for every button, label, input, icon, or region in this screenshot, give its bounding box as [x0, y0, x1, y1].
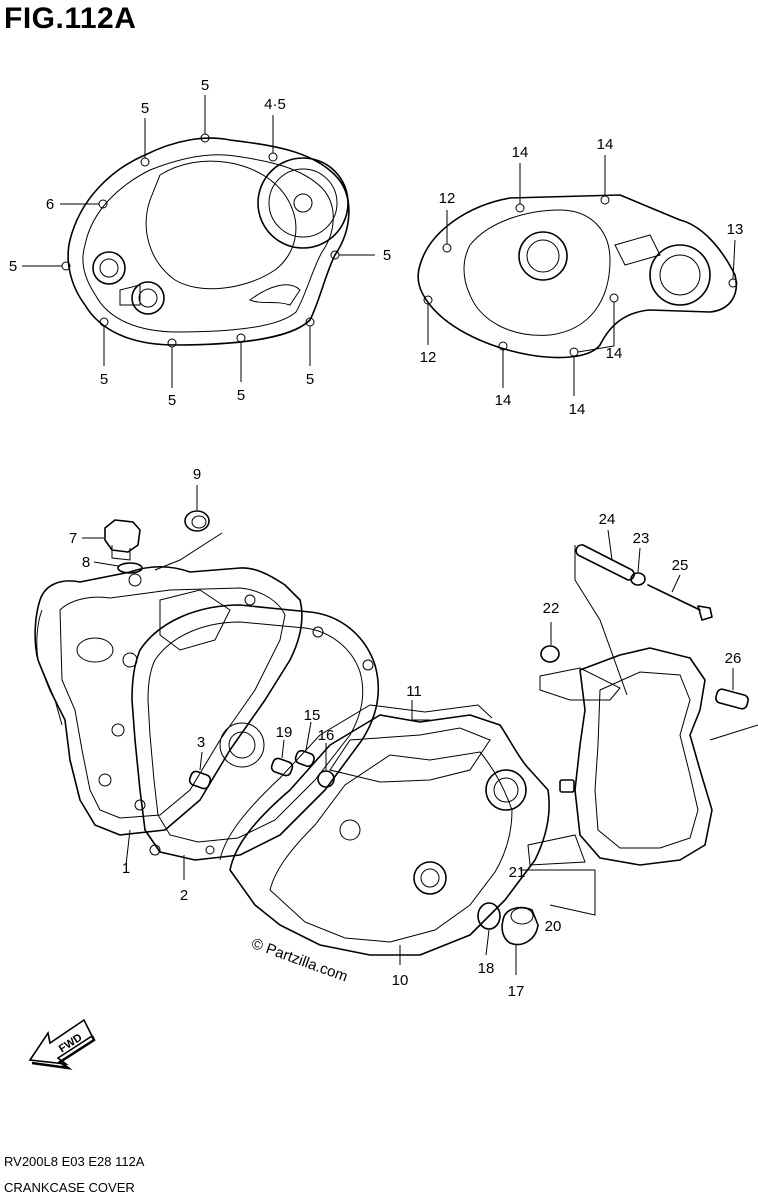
callout: 7: [69, 530, 77, 547]
fwd-arrow-icon: FWD: [28, 1018, 96, 1070]
part-3-dowel-pin: [188, 751, 212, 790]
part-11-gasket: [219, 700, 493, 861]
callout: 5: [100, 371, 108, 388]
model-code: RV200L8 E03 E28 112A: [4, 1154, 145, 1169]
callout: 24: [599, 511, 616, 528]
part-8-o-ring: [117, 562, 143, 574]
callout: 23: [633, 530, 650, 547]
callout: 11: [406, 683, 422, 700]
part-23-washer: [630, 547, 646, 586]
callout: 19: [276, 724, 293, 741]
part-18-o-ring: [477, 902, 501, 956]
callout: 12: [439, 190, 456, 207]
callout: 14: [569, 401, 586, 418]
part-22-bush: [540, 622, 560, 663]
callout: 5: [168, 392, 176, 409]
part-17-plug: [501, 906, 539, 975]
callouts-top-left: 5 4·5 5 6 5 5 5 5 5 5: [9, 77, 391, 409]
crankcase-cover-bolt-view: [22, 95, 375, 388]
part-21-cushion: [559, 779, 575, 793]
callout: 5: [141, 100, 149, 117]
callout: 4·5: [264, 96, 286, 113]
callouts-exploded: 9 7 8 24 23 25 22 26 11 15 3 19 16 1 2 2…: [69, 466, 742, 1000]
callouts-top-right: 14 14 12 13 12 14 14 14: [420, 136, 744, 418]
part-15-dowel-pin: [294, 721, 315, 768]
callout: 14: [512, 144, 529, 161]
callout: 9: [193, 466, 201, 483]
callout: 17: [508, 983, 525, 1000]
callout: 26: [725, 650, 742, 667]
part-26-collar: [709, 668, 758, 741]
callout: 3: [197, 734, 205, 751]
callout: 5: [201, 77, 209, 94]
callout: 22: [543, 600, 560, 617]
callout: 5: [383, 247, 391, 264]
generator-cover-bolt-view: [417, 155, 738, 396]
callout: 14: [597, 136, 614, 153]
part-2-gasket: [131, 604, 380, 880]
callout: 25: [672, 557, 689, 574]
callout: 8: [82, 554, 90, 571]
callout: 21: [509, 864, 526, 881]
callout: 16: [318, 727, 335, 744]
callout: 14: [606, 345, 623, 362]
callout: 5: [9, 258, 17, 275]
callout: 15: [304, 707, 321, 724]
callout: 12: [420, 349, 437, 366]
part-1-crankcase-cover: [34, 565, 303, 866]
callout: 10: [392, 972, 409, 989]
part-9-oil-seal: [154, 485, 223, 571]
callout: 20: [545, 918, 562, 935]
clutch-boss: [257, 157, 349, 249]
clutch-hole: [219, 722, 265, 768]
callout: 1: [122, 860, 130, 877]
part-20-sprocket-cover: [520, 647, 713, 916]
part-10-generator-cover: [229, 714, 550, 965]
part-25-bolt: [647, 574, 713, 621]
callout: 6: [46, 196, 54, 213]
callout: 13: [727, 221, 744, 238]
figure-caption: CRANKCASE COVER: [4, 1180, 135, 1195]
figure-title: FIG.112A: [4, 2, 137, 35]
part-24-collar: [574, 529, 635, 696]
part-7-oil-filler-cap: [82, 519, 143, 574]
callout: 5: [306, 371, 314, 388]
callout: 2: [180, 887, 188, 904]
part-16-o-ring: [317, 743, 335, 788]
callout: 14: [495, 392, 512, 409]
callout: 5: [237, 387, 245, 404]
part-19-dowel-pin: [270, 739, 294, 777]
callout: 18: [478, 960, 495, 977]
